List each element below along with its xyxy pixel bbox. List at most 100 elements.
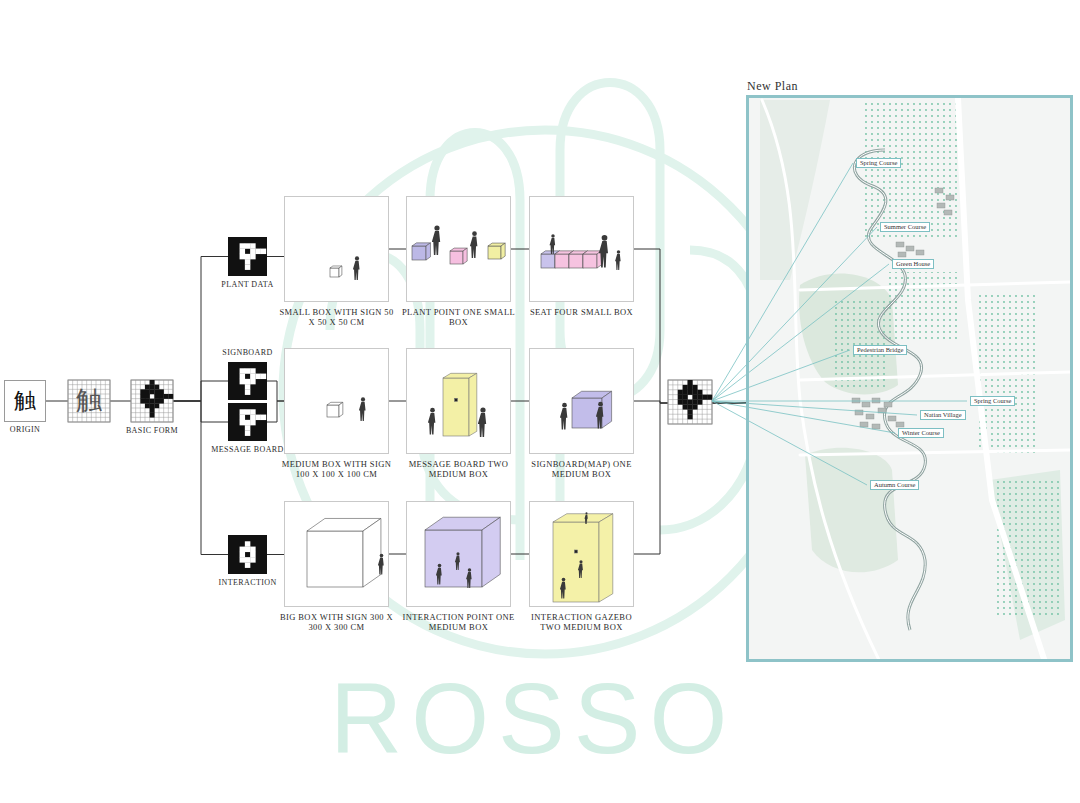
pixel	[154, 399, 159, 404]
origin-box: 触ORIGIN	[4, 380, 46, 422]
connector-line	[389, 249, 406, 250]
box-face	[426, 243, 430, 260]
node-text: Summer Course	[884, 223, 926, 231]
node-text: 触	[14, 390, 36, 412]
pixel	[255, 374, 260, 379]
building	[872, 424, 880, 429]
pixel	[245, 384, 250, 389]
building	[946, 195, 954, 200]
box-face	[469, 373, 477, 436]
connector-line	[173, 257, 228, 402]
box-face	[412, 246, 426, 260]
panel-ground	[529, 348, 634, 454]
icon-ground	[228, 362, 267, 400]
connector-line	[173, 381, 228, 401]
node-text: Natian Village	[924, 411, 962, 419]
grid-line	[68, 417, 110, 418]
connector-line	[173, 401, 228, 555]
site-map	[749, 98, 1070, 659]
box-face	[602, 391, 612, 428]
pixel	[702, 395, 707, 400]
box-drawing	[327, 402, 343, 417]
node-text: Green House	[896, 260, 930, 268]
connector-line	[267, 401, 284, 422]
person-figure	[353, 256, 360, 280]
building	[935, 188, 943, 193]
type-icon: PLANT DATA	[228, 237, 267, 276]
planting-dots	[888, 272, 958, 342]
panel-ground	[529, 501, 634, 607]
caption-text: MESSAGE BOARD TWO MEDIUM BOX	[400, 459, 518, 479]
pixel	[688, 414, 693, 419]
pixel	[150, 385, 155, 390]
pixel	[245, 557, 250, 562]
box-drawing	[450, 248, 467, 264]
logo-ring	[283, 130, 807, 654]
connector-line	[267, 554, 284, 555]
grid-line	[168, 380, 169, 422]
map-ground	[749, 98, 1070, 659]
pixel-form	[240, 541, 256, 568]
leader-line	[712, 350, 850, 401]
connector-line	[634, 403, 746, 554]
pixel	[245, 254, 250, 259]
pixel	[240, 374, 245, 379]
module-panel: MEDIUM BOX WITH SIGN 100 X 100 X 100 CM	[284, 348, 389, 454]
pixel	[688, 400, 693, 405]
person-figure	[550, 234, 556, 254]
map-label: Spring Course	[856, 158, 901, 168]
leader-line	[712, 401, 895, 433]
person-figure	[596, 402, 604, 429]
grid-line	[72, 380, 73, 422]
caption-text: SIGNBOARD	[222, 348, 272, 358]
pixel	[145, 389, 150, 394]
pixel	[692, 400, 697, 405]
pixel	[245, 541, 250, 546]
pixel	[688, 409, 693, 414]
building	[852, 398, 860, 403]
pixel	[250, 374, 255, 379]
grid-line	[131, 380, 132, 422]
box-face	[553, 522, 599, 602]
pixel	[245, 547, 250, 552]
pixel	[678, 390, 683, 395]
cross-road	[800, 372, 1070, 380]
box-face	[425, 530, 482, 587]
type-icon: MESSAGE BOARD	[228, 403, 267, 441]
plan-map-panel: Spring CourseSummer CourseGreen HousePed…	[746, 95, 1073, 662]
grid-line	[173, 380, 174, 422]
pixel	[261, 249, 266, 254]
building	[860, 422, 868, 427]
person-figure	[578, 560, 583, 578]
pixel	[250, 368, 255, 373]
pixel	[688, 404, 693, 409]
connector-line	[267, 256, 284, 257]
pixel	[140, 389, 145, 394]
pixel	[697, 390, 702, 395]
pixel	[250, 409, 255, 414]
pixel	[261, 374, 266, 379]
panel-ground	[406, 501, 511, 607]
caption-text: BASIC FORM	[126, 426, 178, 436]
grid-line	[668, 424, 712, 425]
cross-road	[800, 282, 1070, 290]
pixel	[245, 259, 250, 264]
module-panel: INTERACTION GAZEBO TWO MEDIUM BOX	[529, 501, 634, 607]
pixel	[245, 425, 250, 430]
connector-line	[634, 249, 746, 403]
box-face	[541, 254, 555, 268]
pixel	[692, 395, 697, 400]
leader-line	[712, 401, 867, 485]
pixel	[678, 395, 683, 400]
connector-line	[511, 249, 529, 250]
pixel	[683, 404, 688, 409]
grid-frame	[68, 380, 110, 422]
person-figure	[599, 235, 608, 268]
caption-text: MESSAGE BOARD	[211, 445, 284, 455]
box-drawing	[425, 517, 500, 587]
building	[884, 402, 892, 407]
pixel	[250, 243, 255, 248]
box-face	[330, 268, 339, 277]
box-face	[463, 248, 467, 264]
pixel-form	[240, 243, 267, 270]
